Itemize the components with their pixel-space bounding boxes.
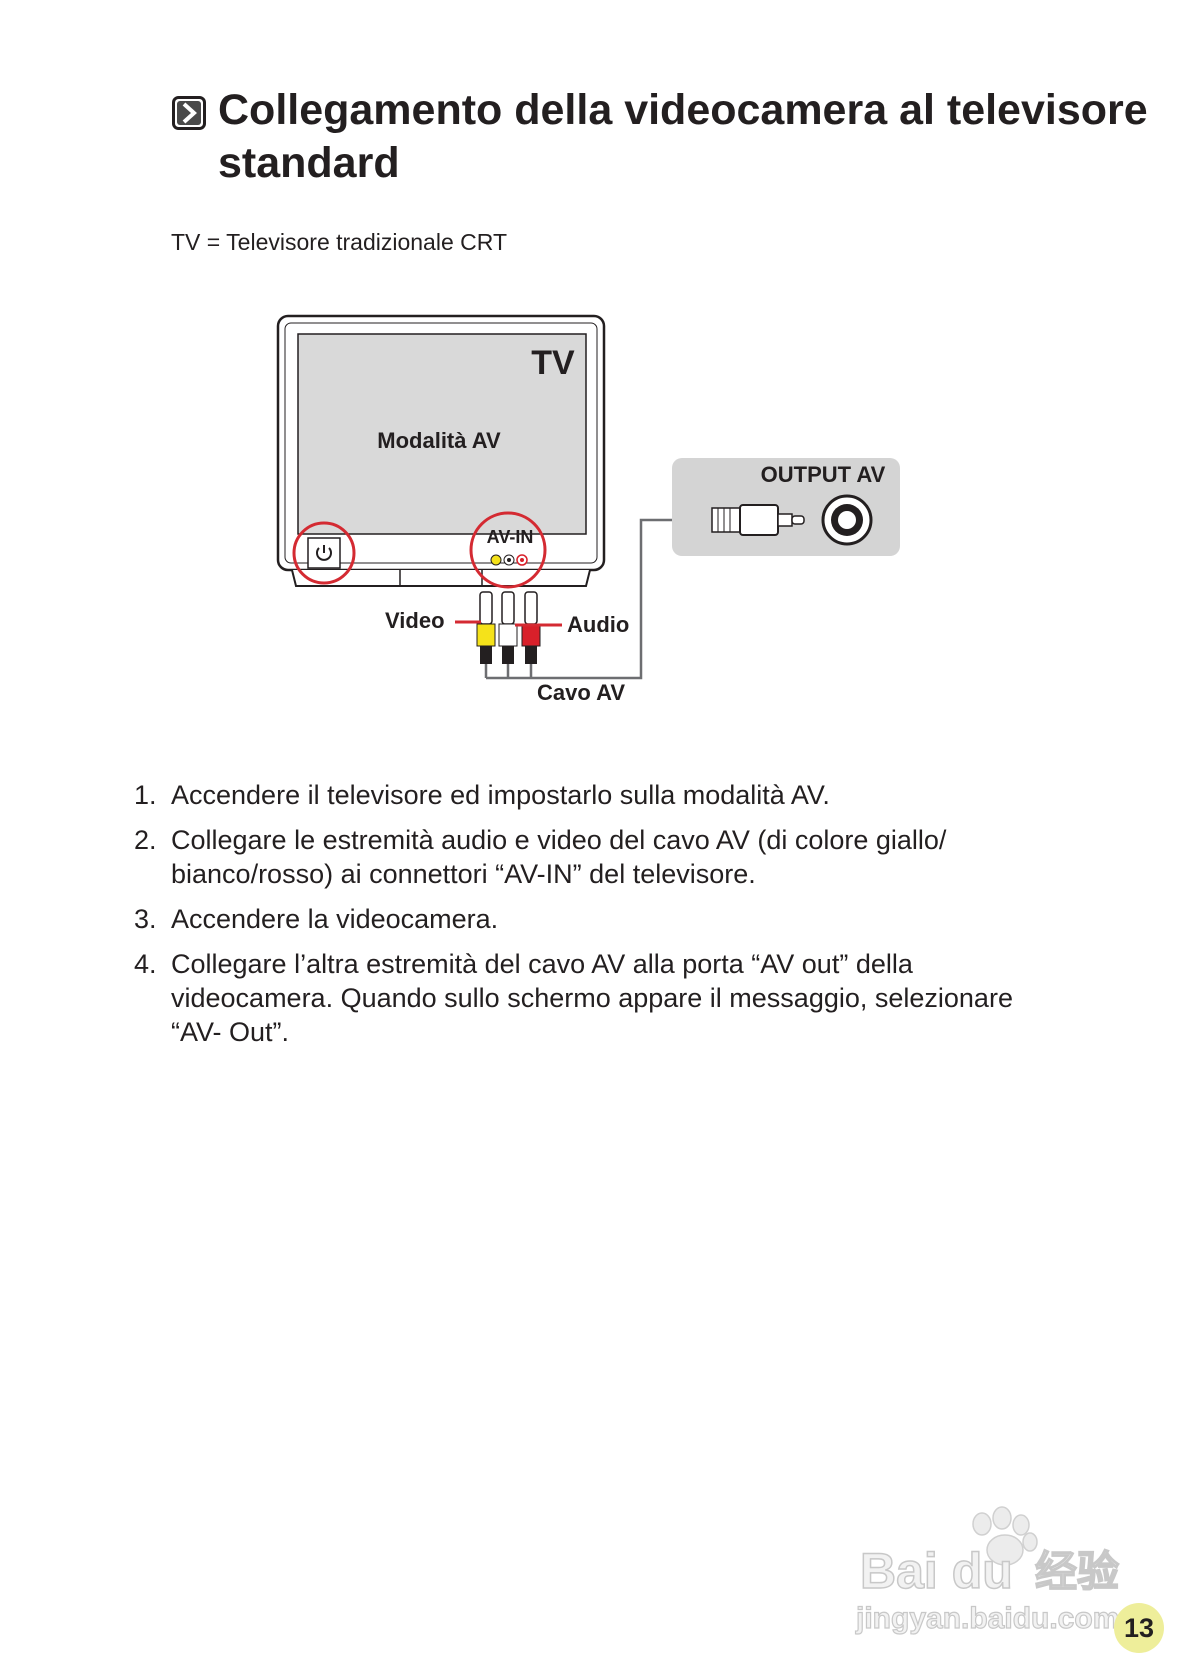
tv-label: TV [531,344,575,382]
watermark-url: jingyan.baidu.com [855,1602,1119,1635]
av-cable [484,518,712,680]
rca-jack-icon [476,591,541,664]
step-text: Accendere la videocamera. [171,904,499,934]
video-label: Video [385,608,445,633]
screen-mode-label: Modalità AV [377,428,501,453]
watermark-brand: Bai du [860,1543,1013,1599]
power-button [292,521,356,585]
step-text: Collegare l’altra estremità del cavo AV … [171,949,1013,1047]
av-in-jacks: AV-IN [469,511,547,589]
av-plug-icon [711,504,805,536]
av-socket-icon [821,494,873,546]
tv-set: TV Modalità AV AV-IN [276,314,606,589]
av-in-label: AV-IN [487,527,534,547]
page-number: 13 [1114,1603,1164,1653]
step-text: Accendere il televisore ed impostarlo su… [171,780,830,810]
chevron-right-icon [172,96,206,130]
step-number: 1. [134,780,157,810]
tv-definition: TV = Televisore tradizionale CRT [171,229,507,255]
step-number: 2. [134,825,157,855]
list-item: 4. Collegare l’altra estremità del cavo … [134,947,1014,1049]
list-item: 2. Collegare le estremità audio e video … [134,823,1014,891]
instruction-list: 1. Accendere il televisore ed impostarlo… [134,778,1014,1060]
connection-diagram: TV Modalità AV AV-IN [276,314,900,705]
audio-label: Audio [567,612,629,637]
page-title: Collegamento della videocamera al televi… [218,86,1148,187]
av-in-highlight-circle [469,511,547,589]
baidu-watermark: Bai du 经验 jingyan.baidu.com [854,1506,1120,1636]
watermark-brand-cn: 经验 [1035,1547,1119,1596]
paw-icon [972,1506,1038,1566]
cable-label: Cavo AV [537,680,625,705]
power-highlight-circle [292,521,356,585]
list-item: 1. Accendere il televisore ed impostarlo… [134,778,1014,812]
list-item: 3. Accendere la videocamera. [134,902,1014,936]
step-number: 4. [134,949,157,979]
step-text: Collegare le estremità audio e video del… [171,825,947,889]
output-av-label: OUTPUT AV [761,462,886,487]
step-number: 3. [134,904,157,934]
power-icon [316,545,332,561]
output-av-panel: OUTPUT AV [672,458,900,556]
